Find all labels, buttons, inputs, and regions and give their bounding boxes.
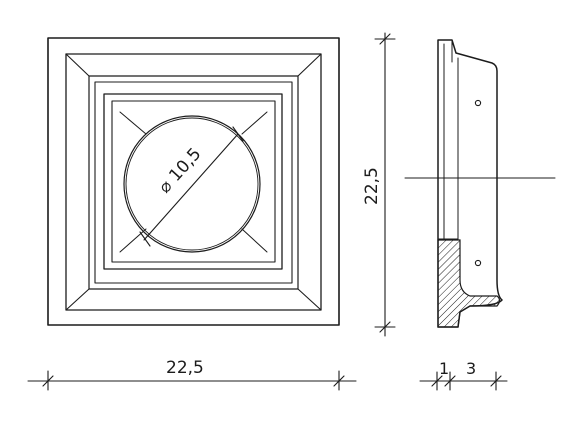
circular-opening <box>123 115 261 253</box>
diameter-line <box>143 133 239 241</box>
depth-right-label: 3 <box>466 359 476 378</box>
height-label: 22,5 <box>362 167 382 205</box>
side-section-view <box>404 39 556 328</box>
bevel-frame-inner <box>88 75 299 290</box>
recess-frame-inner <box>111 100 276 263</box>
diameter-label: ⌀ 10,5 <box>155 144 206 197</box>
outer-frame <box>47 37 340 326</box>
bevel-frame-outer <box>65 53 322 311</box>
height-dimension: 22,5 <box>362 32 396 337</box>
width-dimension: 22,5 <box>27 358 357 391</box>
hole-bottom <box>474 259 482 267</box>
hole-top <box>474 99 482 107</box>
circular-opening-edge <box>125 117 259 251</box>
recess-frame-outer <box>103 93 283 270</box>
depth-dimension: 1 3 <box>419 359 508 391</box>
depth-left-label: 1 <box>439 359 449 378</box>
width-label: 22,5 <box>166 358 204 378</box>
front-view: ⌀ 10,5 <box>47 37 340 326</box>
section-hatch <box>437 239 501 328</box>
step-frame <box>94 81 293 284</box>
